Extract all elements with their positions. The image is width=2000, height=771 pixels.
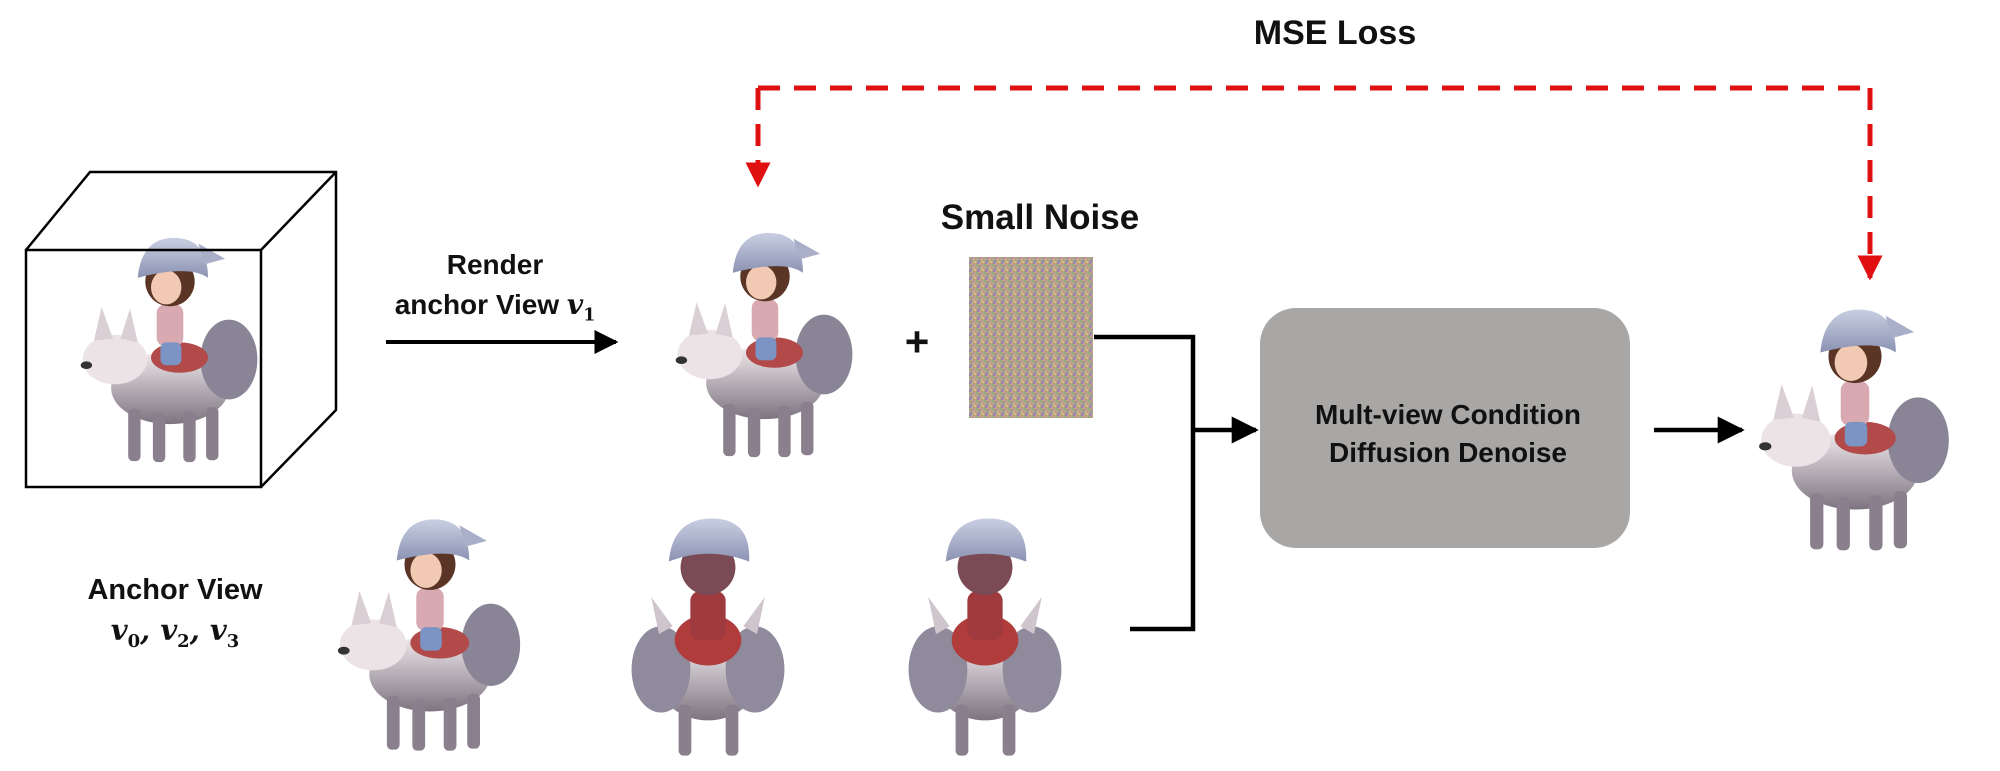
noise-label: Small Noise <box>940 198 1140 237</box>
anchor-view-label: Anchor View v0, v2, v3 <box>40 570 310 662</box>
cube-object <box>24 170 338 489</box>
render-line1: Render <box>446 249 544 280</box>
mse-loss-label: MSE Loss <box>1253 14 1417 52</box>
character-view-2 <box>631 518 785 756</box>
render-label: Render anchor View v1 <box>350 245 640 336</box>
anchor-view-vars: v0, v2, v3 <box>110 613 240 652</box>
character-view-0 <box>337 519 521 751</box>
anchor-view-title: Anchor View <box>87 574 263 606</box>
render-line2: anchor View v1 <box>394 288 596 326</box>
character-denoised-output <box>1759 309 1949 551</box>
character-rendered-front <box>675 232 853 458</box>
noise-patch <box>969 257 1093 418</box>
render-var-sub: 1 <box>583 305 596 326</box>
denoise-line1: Mult-view Condition <box>1315 399 1581 430</box>
plus-sign: + <box>904 318 930 365</box>
denoise-box <box>1260 308 1630 548</box>
character-view-3 <box>908 518 1062 756</box>
denoise-line2: Diffusion Denoise <box>1328 437 1567 468</box>
denoise-label: Mult-view Condition Diffusion Denoise <box>1262 396 1634 472</box>
noise-connector <box>1094 334 1196 430</box>
anchor-connector <box>1130 430 1196 632</box>
render-var: v <box>566 288 584 321</box>
character-on-wolf-in-cube <box>80 237 258 463</box>
